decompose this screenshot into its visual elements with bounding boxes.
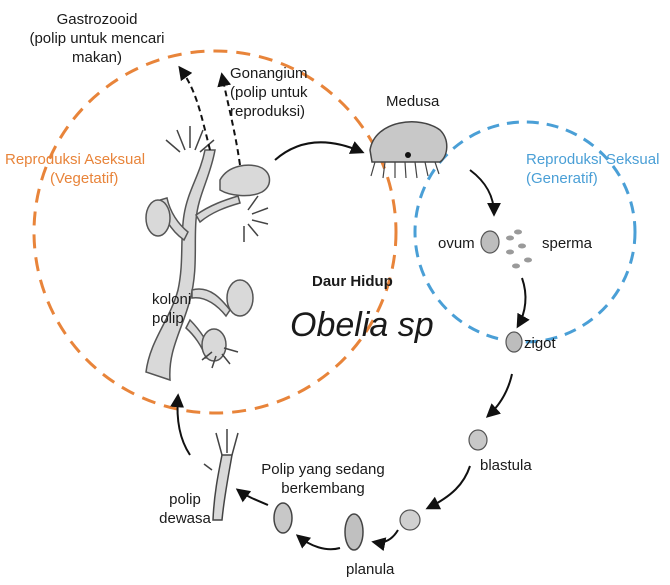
developing-polyp [273, 502, 293, 534]
label-aseksual-line1: Reproduksi Aseksual [5, 151, 146, 168]
polyp-colony-illustration [145, 149, 271, 382]
label-berkembang-line2: berkembang [281, 480, 365, 497]
arrow-medusa-to-gametes [469, 169, 501, 217]
arrow-to-gastrozooid [178, 65, 211, 151]
arrow-zigot-to-blastula [485, 373, 513, 418]
label-berkembang-line1: Polip yang sedang [261, 461, 385, 478]
label-koloni-polip: koloni polip [152, 290, 191, 328]
label-gastrozooid-line1: Gastrozooid [56, 11, 138, 28]
adult-polyp-illustration [203, 429, 239, 521]
morula-cell [399, 509, 421, 531]
label-gastrozooid: Gastrozooid (polip untuk mencari makan) [2, 10, 192, 67]
label-blastula: blastula [480, 457, 532, 474]
label-koloni-line2: polip [152, 310, 184, 327]
label-gastrozooid-line2: (polip untuk mencari [29, 30, 165, 47]
label-polip-berkembang: Polip yang sedang berkembang [248, 460, 398, 498]
arrow-morula-to-planula [371, 529, 399, 552]
diagram-title-small: Daur Hidup [312, 273, 393, 290]
label-ovum: ovum [438, 235, 475, 252]
label-reproduksi-aseksual: Reproduksi Aseksual (Vegetatif) [5, 150, 145, 188]
sexual-cycle-circle [413, 120, 637, 344]
label-seksual-line1: Reproduksi Seksual [526, 151, 660, 168]
label-polip-dewasa: polip dewasa [150, 490, 220, 528]
label-planula: planula [346, 561, 395, 578]
planula-larva [344, 513, 364, 551]
arrow-to-gonangium [217, 72, 241, 166]
diagram-title-species: Obelia sp [290, 306, 434, 344]
label-medusa: Medusa [386, 93, 440, 110]
label-gonangium: Gonangium (polip untuk reproduksi) [230, 64, 308, 121]
label-koloni-line1: koloni [152, 291, 192, 308]
zigot-cell [505, 331, 523, 353]
arrow-polip-to-dewasa [235, 488, 269, 506]
arrow-dewasa-to-colony [170, 393, 191, 456]
polyp-tentacles [165, 126, 269, 369]
arrow-gametes-to-zigot [516, 277, 530, 329]
arrow-blastula-to-morula [425, 465, 471, 510]
label-reproduksi-seksual: Reproduksi Seksual (Generatif) [526, 150, 659, 188]
label-gastrozooid-line3: makan) [71, 49, 123, 66]
ovum-cell [480, 230, 500, 254]
sperm-cells [506, 229, 532, 269]
blastula-cell [468, 429, 488, 451]
asexual-cycle-circle [32, 49, 398, 415]
medusa-illustration [369, 121, 448, 179]
label-aseksual-line2: (Vegetatif) [50, 170, 119, 187]
label-zigot: zigot [524, 335, 556, 352]
label-dewasa-line1: polip [169, 491, 201, 508]
label-dewasa-line2: dewasa [159, 510, 211, 527]
label-sperma: sperma [542, 235, 593, 252]
label-gonangium-line2: (polip untuk [230, 84, 308, 101]
label-gonangium-line1: Gonangium [230, 65, 308, 82]
label-seksual-line2: (Generatif) [526, 170, 598, 187]
label-gonangium-line3: reproduksi) [230, 103, 306, 120]
arrow-polip-to-medusa [274, 141, 365, 161]
arrow-planula-to-polip [295, 534, 341, 551]
